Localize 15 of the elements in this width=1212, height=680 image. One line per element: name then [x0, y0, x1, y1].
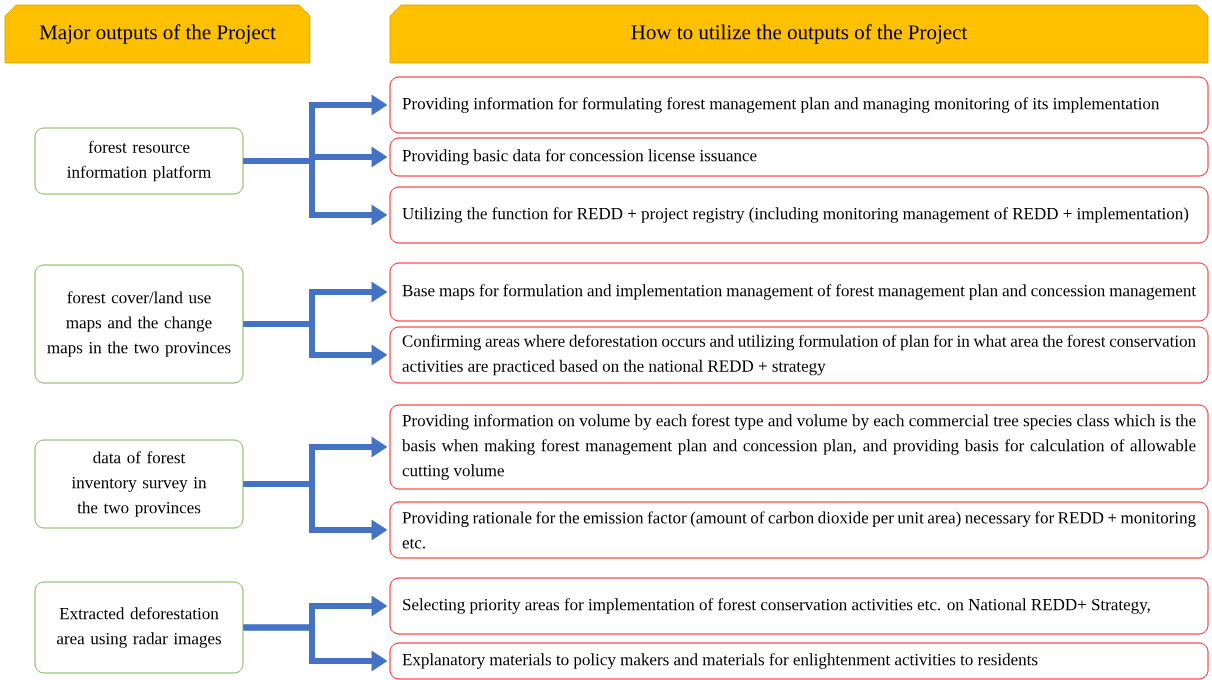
output-box: forest resource information platform: [34, 127, 244, 195]
usage-box: Base maps for formulation and implementation management of forest management plan and concession management: [389, 262, 1209, 322]
usage-box: Utilizing the function for REDD + project registry (including monitoring management of REDD + implementation): [389, 186, 1209, 244]
usage-box: Providing information for formulating forest management plan and managing monitoring of its implementation: [389, 76, 1209, 134]
usage-box: Providing rationale for the emission factor (amount of carbon dioxide per unit area) necessary for REDD + monitoring etc.: [389, 501, 1209, 559]
output-box: data of forest inventory survey in the two provinces: [34, 439, 244, 529]
usage-box: Providing basic data for concession license issuance: [389, 137, 1209, 177]
usage-box: Explanatory materials to policy makers and materials for enlightenment activities to residents: [389, 642, 1209, 680]
output-box: Extracted deforestation area using radar images: [34, 581, 244, 674]
usage-box: Providing information on volume by each forest type and volume by each commercial tree species class which is the basis when making forest management plan and concession plan, and providing basis for calculation of allowable cutting volume: [389, 404, 1209, 490]
header-banner: How to utilize the outputs of the Project: [389, 4, 1209, 64]
header-banner: Major outputs of the Project: [4, 4, 311, 64]
usage-box: Confirming areas where deforestation occurs and utilizing formulation of plan for in what area the forest conservation activities are practiced based on the national REDD + strategy: [389, 326, 1209, 384]
usage-box: Selecting priority areas for implementation of forest conservation activities etc. on National REDD+ Strategy,: [389, 577, 1209, 635]
output-box: forest cover/land use maps and the change maps in the two provinces: [34, 264, 244, 384]
